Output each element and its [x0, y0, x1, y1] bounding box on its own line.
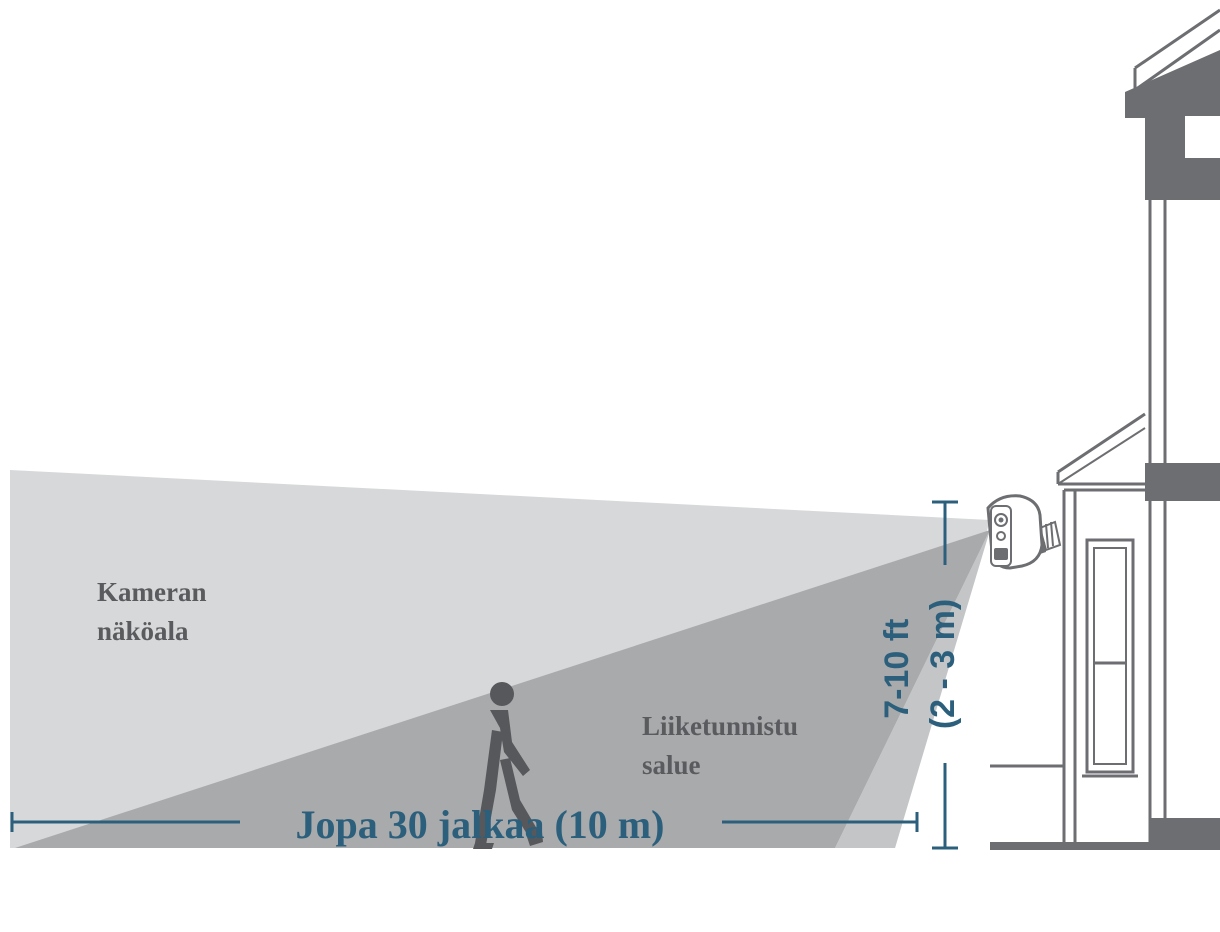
detection-zone-edge: [835, 530, 990, 848]
house-icon: [990, 8, 1220, 850]
distance-measurement-line: [10, 812, 919, 832]
mount-height-label: 7-10 ft (2 - 3 m): [878, 599, 962, 729]
walking-person-icon: [473, 682, 543, 849]
height-measurement-line: [932, 500, 958, 850]
distance-label: Jopa 30 jalkaa (10 m): [296, 802, 665, 847]
motion-zone-label: Liiketunnistu salue: [642, 711, 805, 780]
security-camera-icon: [986, 494, 1062, 570]
field-of-view-label: Kameran näköala: [97, 577, 213, 646]
